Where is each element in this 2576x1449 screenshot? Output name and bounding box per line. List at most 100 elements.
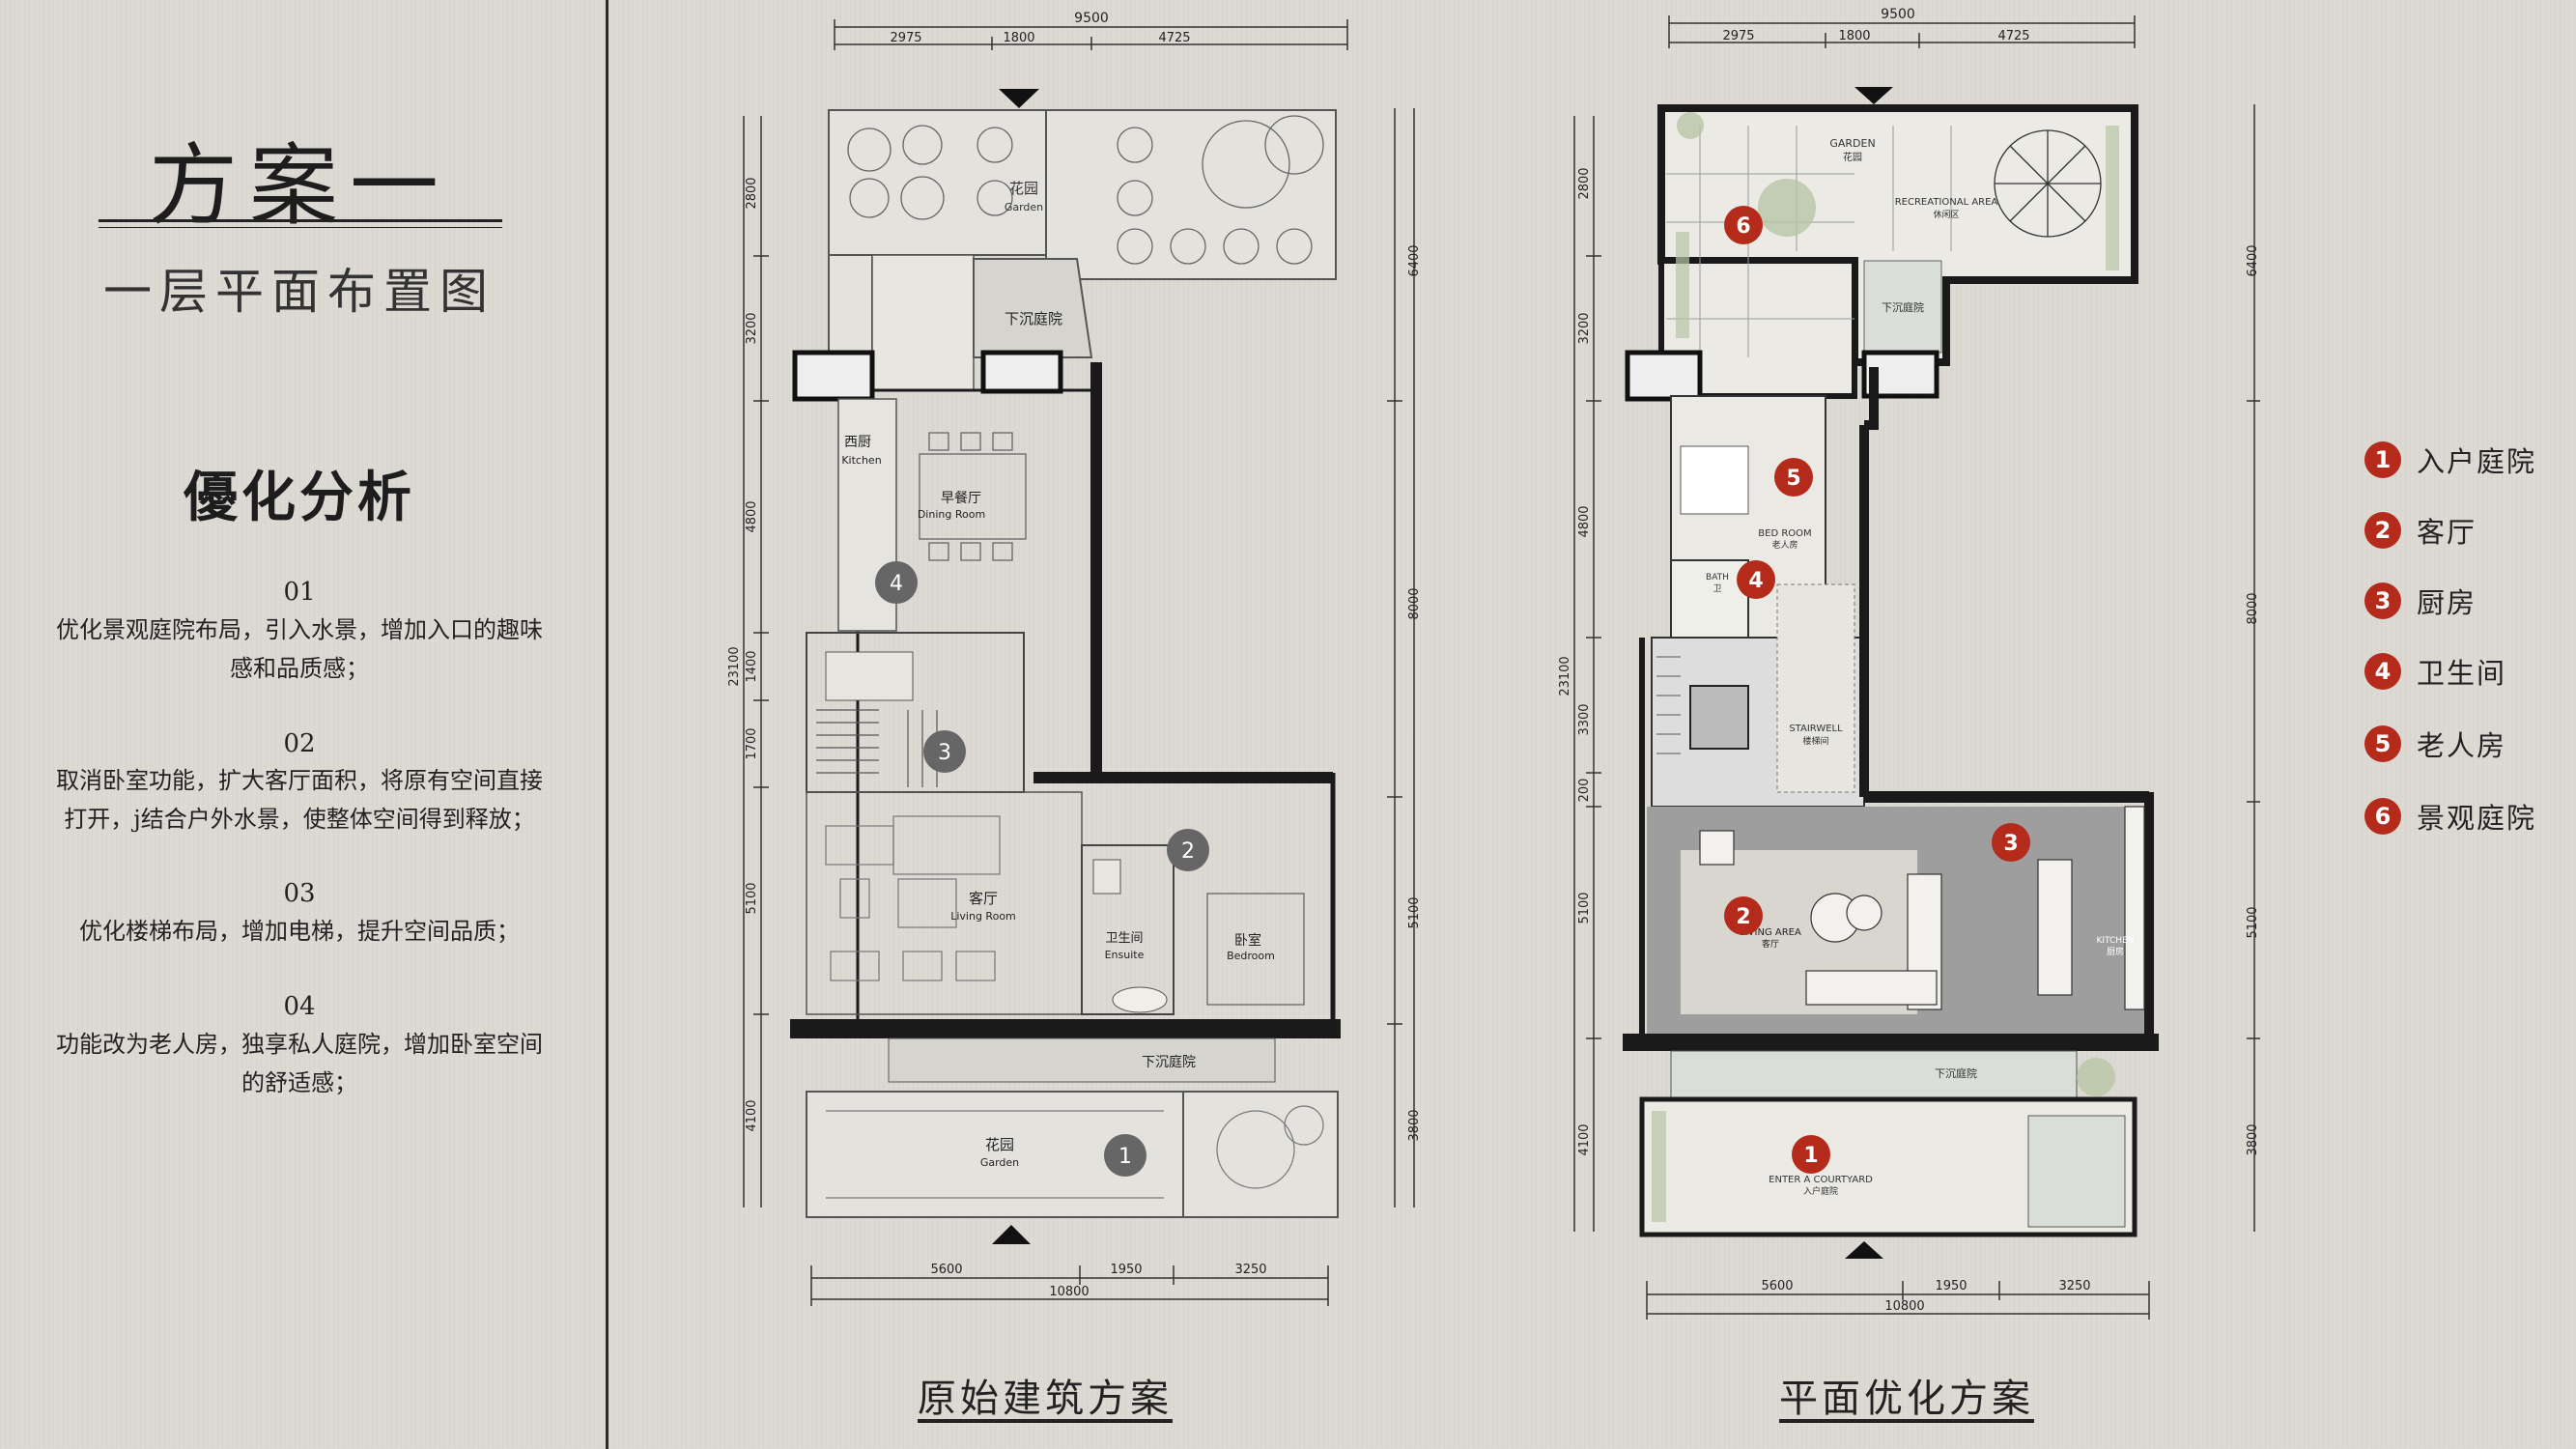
dim-left-c: 4800 <box>1577 505 1592 537</box>
legend-item: 5 老人房 <box>2364 723 2506 765</box>
entry-arrow-top <box>999 89 1039 108</box>
dim-bottom-a: 5600 <box>1761 1279 1793 1293</box>
sunken-courtyard-top <box>973 258 1093 358</box>
dim-left-d: 1400 <box>745 650 759 682</box>
label-kitchen-en: Kitchen <box>841 454 881 467</box>
caption-optimized: 平面优化方案 <box>1779 1377 2034 1421</box>
dining-table <box>919 432 1027 561</box>
item-number: 03 <box>283 879 316 908</box>
right-dimension-labels: 6400 8000 5100 3800 23300 <box>1407 244 1430 1141</box>
bottom-garden-pattern <box>826 1105 1324 1199</box>
marker-2 <box>1167 829 1209 871</box>
legend-label: 入户庭院 <box>2417 445 2537 478</box>
title-rule <box>99 219 502 222</box>
legend-marker: 5 <box>2364 725 2401 762</box>
bed <box>1206 893 1305 1006</box>
wall-block <box>1625 350 1703 402</box>
item-number: 04 <box>283 992 316 1021</box>
marker-3-label: 3 <box>938 741 951 765</box>
marker-3-label: 3 <box>2003 832 2018 856</box>
label-stair-en: STAIRWELL <box>1789 724 1843 734</box>
marker-4 <box>875 561 918 604</box>
dim-top-a: 2975 <box>1722 29 1754 43</box>
planter <box>1676 232 1689 338</box>
dim-left-f: 5100 <box>1577 892 1592 923</box>
item-number: 01 <box>283 578 316 607</box>
left-dimension-lines <box>743 116 769 1208</box>
label-kitchen-en: KITCHEN <box>2097 936 2135 946</box>
dim-right-c: 5100 <box>1407 896 1422 928</box>
shrub <box>1677 112 1704 139</box>
dim-right-a: 6400 <box>1407 244 1422 276</box>
dim-top-b: 1800 <box>1003 31 1034 45</box>
dim-bottom-a: 5600 <box>930 1263 962 1277</box>
sunken-courtyard-top <box>1863 260 1942 354</box>
label-living-en: LIVING AREA <box>1740 927 1801 938</box>
marker-6 <box>1724 206 1763 244</box>
label-garden-bottom-cn: 花园 <box>985 1136 1014 1153</box>
ensuite-sink <box>1092 859 1121 895</box>
right-dimension-lines <box>2247 104 2260 1232</box>
dim-right-c: 5100 <box>2246 906 2260 938</box>
sunken-courtyard-bottom <box>1670 1050 2078 1100</box>
label-rec-en: RECREATIONAL AREA <box>1895 197 1998 208</box>
label-living-en: Living Room <box>950 910 1016 923</box>
page-title: 方案一 <box>148 134 450 238</box>
legend-label: 卫生间 <box>2417 657 2507 690</box>
page-subtitle: 一层平面布置图 <box>103 264 495 320</box>
legend-label: 景观庭院 <box>2417 802 2537 835</box>
marker-2-label: 2 <box>1181 839 1195 864</box>
label-enter-cn: 入户庭院 <box>1803 1185 1838 1197</box>
dim-bottom-total: 10800 <box>1884 1299 1924 1314</box>
label-stair-cn: 楼梯间 <box>1802 735 1828 747</box>
marker-1 <box>1104 1134 1146 1177</box>
label-bed-en: BED ROOM <box>1758 528 1811 539</box>
wall-block <box>980 350 1063 394</box>
label-dining-en: Dining Room <box>918 508 985 521</box>
bed <box>1680 445 1749 515</box>
entry-arrow-bottom <box>992 1225 1031 1244</box>
marker-2 <box>1724 896 1763 935</box>
dim-left-c2: 3300 <box>1577 703 1592 735</box>
planter <box>2106 126 2119 270</box>
umbrella-icon <box>1994 129 2102 238</box>
small-bath <box>825 651 914 701</box>
dim-left-e: 1700 <box>745 727 759 759</box>
item-line: 打开，j结合户外水景，使整体空间得到释放； <box>64 806 535 833</box>
label-ensuite-cn: 卫生间 <box>1105 931 1143 946</box>
label-ensuite-en: Ensuite <box>1105 949 1145 961</box>
dim-bottom-b: 1950 <box>1110 1263 1142 1277</box>
left-dimension-labels: 2800 3200 4800 3300 200 5100 4100 23100 <box>1558 167 1592 1155</box>
ensuite <box>1081 844 1175 1015</box>
label-bath-cn: 卫 <box>1713 584 1721 594</box>
dim-left-total: 23100 <box>727 646 742 686</box>
marker-1 <box>1792 1135 1830 1174</box>
main-walls <box>1639 367 2154 1038</box>
label-dining-cn: 早餐厅 <box>941 491 981 506</box>
stair-lines <box>816 709 938 787</box>
legend-label: 老人房 <box>2417 729 2507 762</box>
dim-right-a: 6400 <box>2246 244 2260 276</box>
dim-top-c: 4725 <box>1997 29 2029 43</box>
dim-left-b: 3200 <box>1577 312 1592 344</box>
dim-top-c: 4725 <box>1158 31 1190 45</box>
top-dimension-lines <box>834 19 1348 50</box>
right-dimension-labels: 6400 8000 5100 3800 23300 <box>2246 244 2260 1155</box>
dim-left-g: 4100 <box>1577 1123 1592 1155</box>
dim-right-d: 3800 <box>1407 1109 1422 1141</box>
dim-left-a: 2800 <box>745 177 759 209</box>
item-line: 取消卧室功能，扩大客厅面积，将原有空间直接 <box>56 767 543 794</box>
label-sunken-bottom: 下沉庭院 <box>1935 1066 1977 1080</box>
marker-4-label: 4 <box>890 572 903 596</box>
marker-2-label: 2 <box>1736 905 1750 929</box>
label-sunken-top: 下沉庭院 <box>1005 310 1062 327</box>
dim-left-f: 5100 <box>745 882 759 914</box>
label-kitchen-cn: 厨房 <box>2107 946 2124 957</box>
bottom-garden-right <box>1182 1091 1339 1218</box>
legend-label: 厨房 <box>2417 586 2477 619</box>
legend-marker: 1 <box>2364 441 2401 478</box>
main-walls <box>856 362 1336 1024</box>
stair-lines <box>1656 656 1681 754</box>
right-dimension-lines <box>1387 108 1415 1208</box>
label-garden-en: GARDEN <box>1829 137 1875 150</box>
